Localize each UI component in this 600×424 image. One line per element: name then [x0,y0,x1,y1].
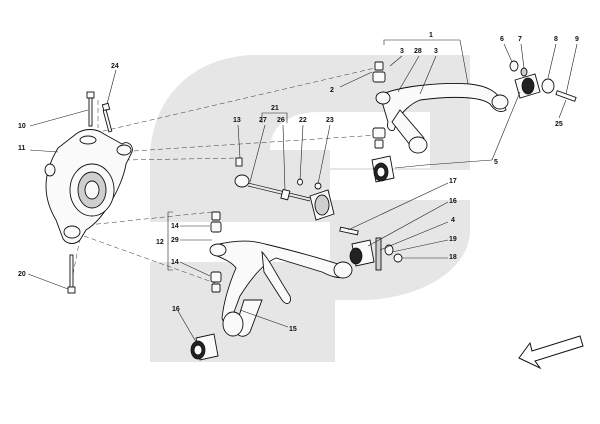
callout-4: 4 [451,217,455,224]
callout-9: 9 [575,36,579,43]
callout-19: 19 [449,236,457,243]
callout-10: 10 [18,123,26,130]
callout-8: 8 [554,36,558,43]
callout-16a: 16 [449,198,457,205]
callout-22: 22 [299,117,307,124]
lower-mount-hardware [339,226,403,271]
ball-joint-lower [210,211,222,293]
leader-lines [27,39,578,343]
callout-20: 20 [18,271,26,278]
lower-bushing-front [190,333,219,361]
callout-14a: 14 [171,223,179,230]
callout-23: 23 [326,117,334,124]
lower-wishbone [209,240,353,337]
callout-5: 5 [494,159,498,166]
upper-wishbone [375,83,509,154]
callout-17: 17 [449,178,457,185]
bolt-24 [101,102,113,133]
callout-7: 7 [518,36,522,43]
callout-16b: 16 [172,306,180,313]
upper-bushing [371,155,395,183]
callout-28: 28 [414,48,422,55]
callout-11: 11 [18,145,26,152]
ball-joint-upper [372,61,386,149]
callout-27: 27 [259,117,267,124]
hub-carrier [44,129,133,244]
callout-labels: 1 2 3 28 3 6 7 8 9 24 10 11 21 13 27 26 … [18,32,579,333]
callout-3b: 3 [434,48,438,55]
upper-mount-hardware [509,60,577,102]
bolt-20 [67,254,76,294]
callout-26: 26 [277,117,285,124]
callout-25: 25 [555,121,563,128]
callout-15: 15 [289,326,297,333]
callout-29: 29 [171,237,179,244]
callout-13: 13 [233,117,241,124]
tie-rod-assembly [234,157,335,221]
callout-21: 21 [271,105,279,112]
callout-14b: 14 [171,259,179,266]
callout-2: 2 [330,87,334,94]
callout-1: 1 [429,32,433,39]
callout-12: 12 [156,239,164,246]
bolt-10 [86,91,95,127]
direction-arrow-icon [518,335,584,370]
callout-24: 24 [111,63,119,70]
callout-6: 6 [500,36,504,43]
ferrari-s-watermark-icon [150,55,470,362]
callout-18: 18 [449,254,457,261]
callout-3a: 3 [400,48,404,55]
